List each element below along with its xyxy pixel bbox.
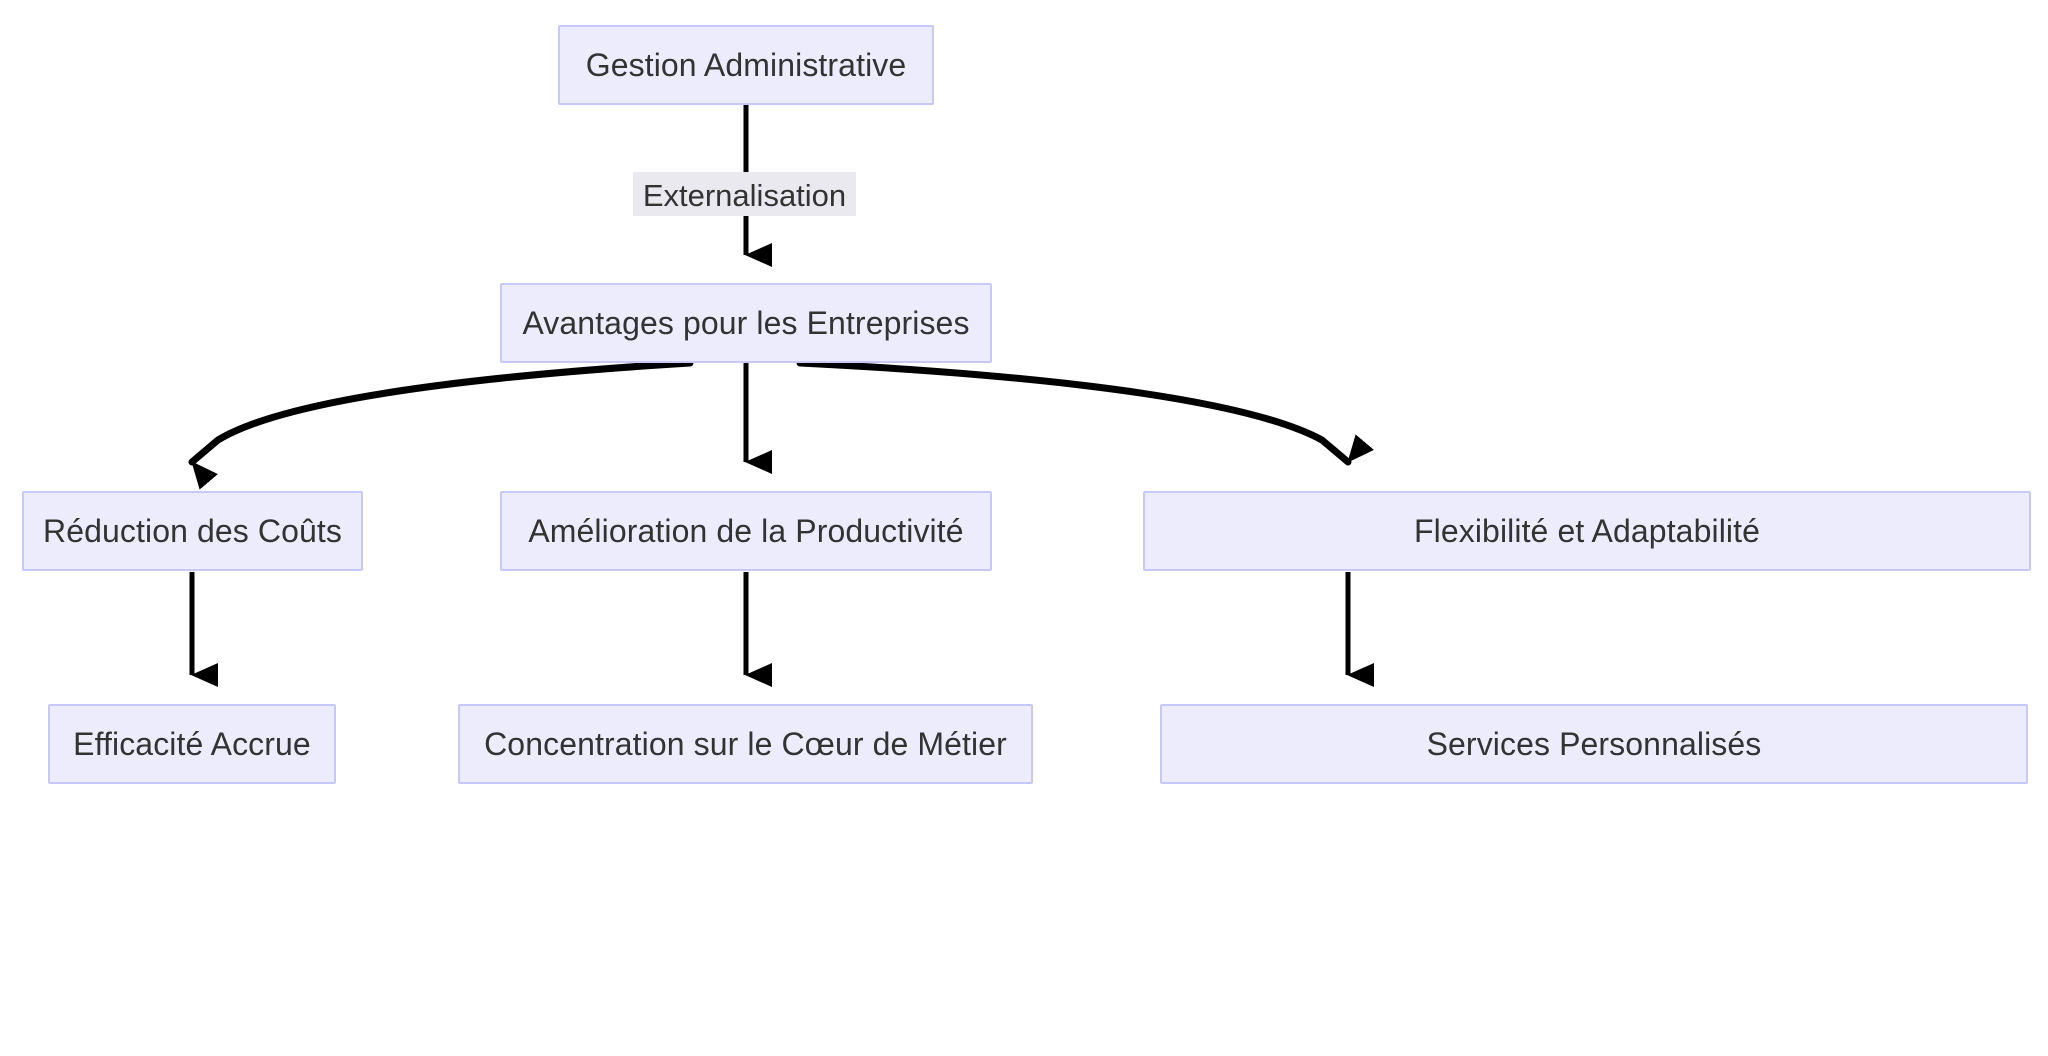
node-label: Efficacité Accrue — [73, 725, 311, 762]
node-services-personnalises[interactable]: Services Personnalisés — [1160, 704, 2028, 784]
node-avantages-pour-les-entreprises[interactable]: Avantages pour les Entreprises — [500, 283, 992, 363]
node-gestion-administrative[interactable]: Gestion Administrative — [558, 25, 934, 105]
node-efficacite-accrue[interactable]: Efficacité Accrue — [48, 704, 336, 784]
node-amelioration-de-la-productivite[interactable]: Amélioration de la Productivité — [500, 491, 992, 571]
node-concentration-sur-le-coeur-de-metier[interactable]: Concentration sur le Cœur de Métier — [458, 704, 1033, 784]
node-label: Amélioration de la Productivité — [528, 512, 964, 549]
edge-label-externalisation: Externalisation — [633, 172, 856, 216]
node-label: Réduction des Coûts — [43, 512, 342, 549]
node-label: Gestion Administrative — [585, 46, 907, 83]
node-flexibilite-et-adaptabilite[interactable]: Flexibilité et Adaptabilité — [1143, 491, 2031, 571]
node-reduction-des-couts[interactable]: Réduction des Coûts — [22, 491, 363, 571]
edge-avantages-to-flexibilite — [796, 359, 1374, 466]
node-label: Services Personnalisés — [1426, 725, 1762, 762]
node-label: Avantages pour les Entreprises — [522, 304, 970, 341]
node-label: Concentration sur le Cœur de Métier — [484, 725, 1007, 762]
node-label: Flexibilité et Adaptabilité — [1413, 512, 1760, 549]
edge-avantages-to-reduction — [188, 359, 694, 490]
